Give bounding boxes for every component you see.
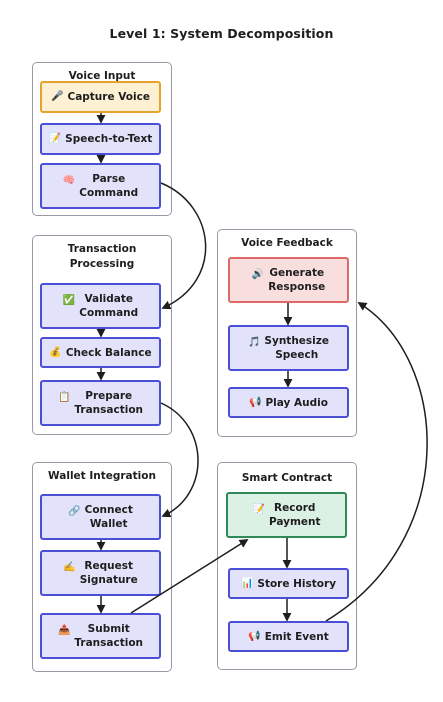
node-label-emit-event: Emit Event — [264, 630, 329, 643]
group-label-transaction-processing: Transaction Processing — [67, 243, 137, 270]
microphone-icon: 🎤 — [51, 91, 64, 102]
outbox-icon: 📤 — [57, 625, 71, 636]
clipboard-icon: 📋 — [57, 392, 71, 403]
memo-icon: 📝 — [252, 504, 265, 515]
node-prepare-transaction: 📋 Prepare Transaction — [40, 380, 161, 426]
edge-emit-to-generate — [325, 302, 428, 622]
node-validate-command: ✅ Validate Command — [40, 283, 161, 329]
node-generate-response: 🔊 Generate Response — [228, 257, 349, 303]
node-label-validate-command: Validate Command — [79, 293, 139, 319]
node-play-audio: 📢 Play Audio — [228, 387, 349, 418]
writing-hand-icon: ✍️ — [63, 562, 76, 573]
node-store-history: 📊 Store History — [228, 568, 349, 599]
speaker-icon: 🔊 — [251, 269, 265, 280]
brain-icon: 🧠 — [62, 175, 76, 186]
node-synthesize-speech: 🎵 Synthesize Speech — [228, 325, 349, 371]
node-label-check-balance: Check Balance — [65, 346, 152, 359]
edge-parse-to-validate — [160, 182, 207, 310]
node-label-synthesize-speech: Synthesize Speech — [264, 335, 330, 361]
node-submit-transaction: 📤 Submit Transaction — [40, 613, 161, 659]
edge-submit-to-record — [130, 539, 249, 614]
link-icon: 🔗 — [68, 506, 81, 517]
node-emit-event: 📢 Emit Event — [228, 621, 349, 652]
node-label-prepare-transaction: Prepare Transaction — [74, 390, 144, 416]
group-label-smart-contract: Smart Contract — [241, 472, 333, 484]
node-request-signature: ✍️ Request Signature — [40, 550, 161, 596]
node-label-request-signature: Request Signature — [79, 560, 138, 586]
node-label-store-history: Store History — [257, 577, 337, 590]
megaphone-icon: 📢 — [248, 630, 261, 642]
memo-icon: 📝 — [48, 133, 62, 144]
diagram-title: Level 1: System Decomposition — [109, 26, 334, 41]
node-label-submit-transaction: Submit Transaction — [74, 623, 144, 649]
group-label-wallet-integration: Wallet Integration — [48, 470, 156, 482]
node-connect-wallet: 🔗 Connect Wallet — [40, 494, 161, 540]
edge-prepare-to-connect — [160, 402, 199, 518]
money-bag-icon: 💰 — [49, 346, 62, 358]
music-note-icon: 🎵 — [247, 337, 261, 348]
node-label-record-payment: Record Payment — [268, 502, 321, 528]
node-label-generate-response: Generate Response — [268, 267, 326, 293]
node-label-parse-command: Parse Command — [79, 173, 139, 199]
node-label-connect-wallet: Connect Wallet — [84, 504, 133, 530]
node-speech-to-text: 📝 Speech-to-Text — [40, 123, 161, 155]
check-mark-icon: ✅ — [62, 295, 76, 306]
node-capture-voice: 🎤 Capture Voice — [40, 81, 161, 113]
node-label-speech-to-text: Speech-to-Text — [65, 133, 153, 145]
bar-chart-icon: 📊 — [240, 577, 254, 589]
group-label-voice-input: Voice Input — [68, 70, 136, 82]
group-label-voice-feedback: Voice Feedback — [241, 237, 333, 249]
node-parse-command: 🧠 Parse Command — [40, 163, 161, 209]
megaphone-icon: 📢 — [249, 396, 262, 408]
node-label-capture-voice: Capture Voice — [67, 91, 150, 103]
node-record-payment: 📝 Record Payment — [226, 492, 347, 538]
node-label-play-audio: Play Audio — [265, 396, 328, 409]
node-check-balance: 💰 Check Balance — [40, 337, 161, 368]
